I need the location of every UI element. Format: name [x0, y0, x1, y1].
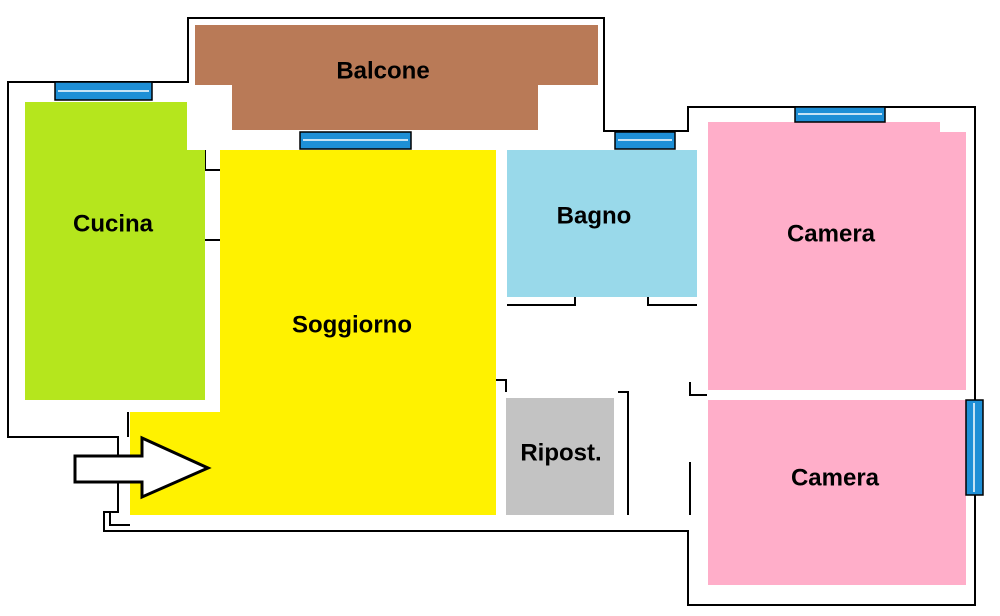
window-cucina — [54, 81, 153, 101]
room-camera-2 — [708, 400, 966, 585]
label-bagno: Bagno — [557, 202, 632, 229]
room-ripostiglio — [506, 398, 614, 515]
room-cucina — [25, 102, 205, 400]
label-ripostiglio: Ripost. — [520, 439, 601, 466]
room-bagno — [507, 150, 697, 297]
room-camera-1 — [708, 122, 966, 390]
label-camera-1: Camera — [787, 220, 876, 247]
room-balcone — [195, 25, 598, 130]
window-bagno — [614, 131, 676, 150]
label-cucina: Cucina — [73, 210, 154, 237]
interior-walls — [109, 150, 707, 526]
window-camera-2 — [965, 399, 984, 496]
window-camera-1 — [794, 106, 886, 123]
entrance-arrow-icon — [73, 435, 212, 500]
label-balcone: Balcone — [336, 57, 429, 84]
window-soggiorno — [299, 131, 412, 150]
label-camera-2: Camera — [791, 464, 880, 491]
label-soggiorno: Soggiorno — [292, 311, 412, 338]
room-soggiorno — [130, 150, 496, 515]
